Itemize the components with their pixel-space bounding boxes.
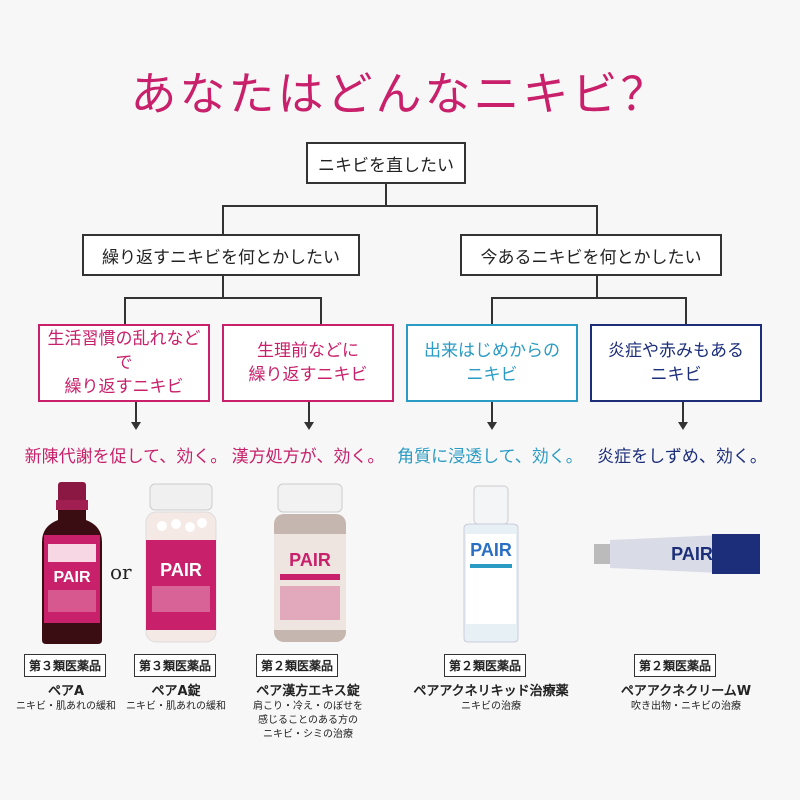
product-name: ペア漢方エキス錠 — [256, 684, 360, 699]
arrow-stem — [682, 402, 684, 424]
effect-4: 炎症をしずめ、効く。 — [597, 447, 767, 467]
product-description: 肩こり・冷え・のぼせを 感じることのある方の ニキビ・シミの治療 — [253, 701, 363, 740]
product-logo: PAIR — [160, 560, 202, 580]
connector — [491, 297, 687, 299]
category-line: 炎症や赤みもある — [608, 341, 744, 361]
connector — [320, 297, 322, 325]
arrow-down-icon — [678, 422, 688, 430]
arrow-down-icon — [487, 422, 497, 430]
product-category-badge: 第３類医薬品 — [134, 654, 217, 677]
arrow-down-icon — [131, 422, 141, 430]
category-line: ニキビ — [466, 365, 518, 385]
arrow-stem — [308, 402, 310, 424]
effect-3: 角質に浸透して、効く。 — [397, 447, 583, 467]
connector — [385, 184, 387, 206]
category-line: 生理前などに — [257, 341, 359, 361]
effect-2: 漢方処方が、効く。 — [231, 447, 385, 467]
product-category-badge: 第２類医薬品 — [634, 654, 717, 677]
product-image-pair-a: PAIR — [36, 480, 108, 645]
category-line: ニキビ — [650, 365, 702, 385]
connector — [596, 276, 598, 298]
arrow-down-icon — [304, 422, 314, 430]
product-name: ペアA — [47, 684, 85, 699]
product-description: ニキビの治療 — [461, 701, 521, 712]
category-lifestyle: 生活習慣の乱れなどで繰り返すニキビ — [38, 324, 210, 402]
product-category-badge: 第２類医薬品 — [256, 654, 339, 677]
category-inflamed: 炎症や赤みもあるニキビ — [590, 324, 762, 402]
page-title: あなたはどんなニキビ？ — [130, 67, 670, 121]
product-logo: PAIR — [289, 550, 331, 570]
product-description: ニキビ・肌あれの緩和 — [126, 701, 226, 712]
connector — [596, 205, 598, 235]
product-image-acne-cream: PAIR — [592, 528, 762, 580]
product-name: ペアアクネクリームW — [620, 684, 752, 699]
arrow-stem — [135, 402, 137, 424]
product-description: 吹き出物・ニキビの治療 — [631, 701, 741, 712]
product-category-badge: 第２類医薬品 — [444, 654, 527, 677]
product-logo: PAIR — [470, 540, 512, 560]
product-name: ペアアクネリキッド治療薬 — [413, 684, 569, 699]
product-image-pair-a-tablet: PAIR — [140, 482, 222, 646]
branch-right-box: 今あるニキビを何とかしたい — [460, 234, 722, 276]
product-image-pair-kampo: PAIR — [268, 482, 352, 646]
arrow-stem — [491, 402, 493, 424]
branch-left-box: 繰り返すニキビを何とかしたい — [82, 234, 360, 276]
root-box: ニキビを直したい — [306, 142, 466, 184]
product-category-badge: 第３類医薬品 — [24, 654, 107, 677]
effect-1: 新陳代謝を促して、効く。 — [24, 447, 228, 467]
root-label: ニキビを直したい — [318, 155, 454, 176]
or-text: or — [110, 560, 132, 584]
product-logo: PAIR — [53, 569, 90, 586]
category-line: 繰り返すニキビ — [64, 377, 184, 397]
connector — [124, 297, 322, 299]
connector — [124, 297, 126, 325]
category-premenstrual: 生理前などに繰り返すニキビ — [222, 324, 394, 402]
connector — [222, 205, 224, 235]
category-line: 繰り返すニキビ — [248, 365, 368, 385]
connector — [222, 276, 224, 298]
product-image-acne-liquid: PAIR — [456, 484, 526, 644]
category-line: 生活習慣の乱れなどで — [47, 329, 201, 373]
category-early: 出来はじめからのニキビ — [406, 324, 578, 402]
connector — [491, 297, 493, 325]
category-line: 出来はじめからの — [424, 341, 560, 361]
connector — [685, 297, 687, 325]
product-logo: PAIR — [671, 544, 713, 564]
product-description: ニキビ・肌あれの緩和 — [16, 701, 116, 712]
connector — [222, 205, 598, 207]
product-name: ペアA錠 — [151, 684, 201, 699]
branch-right-label: 今あるニキビを何とかしたい — [480, 247, 702, 268]
branch-left-label: 繰り返すニキビを何とかしたい — [102, 247, 340, 268]
